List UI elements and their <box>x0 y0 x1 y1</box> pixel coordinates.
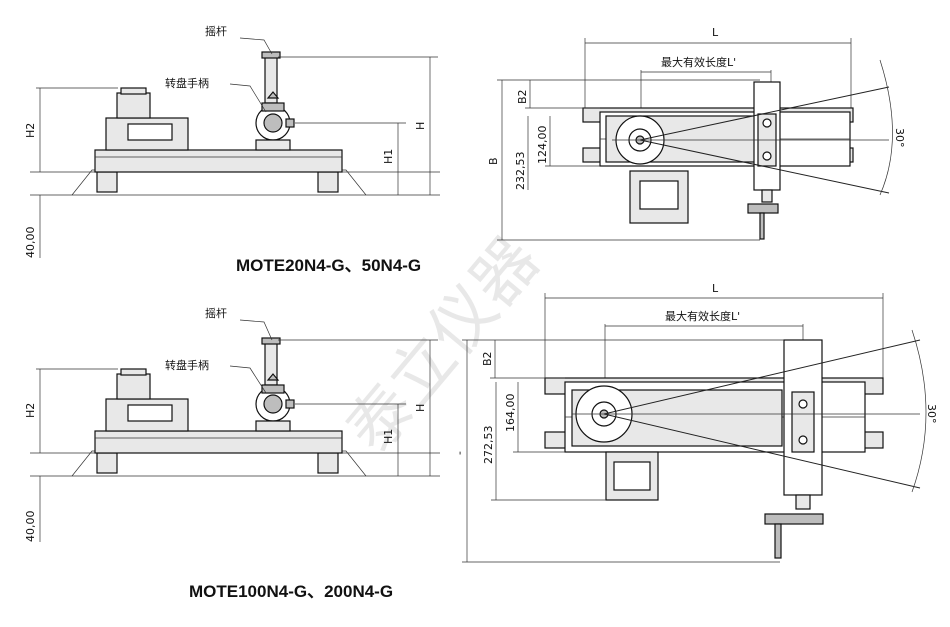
bottom-side-view: 摇杆 转盘手柄 H H1 H2 40,00 <box>24 306 440 542</box>
dim-124: 124,00 <box>536 126 549 165</box>
dim-h1-2: H1 <box>382 429 395 444</box>
dim-base-2: 40,00 <box>24 511 37 543</box>
dim-272: 272,53 <box>482 426 495 465</box>
dim-b: B <box>487 157 500 165</box>
dim-lprime-2: 最大有效长度L' <box>665 309 740 323</box>
label-rocker: 摇杆 <box>205 24 227 38</box>
dim-lprime: 最大有效长度L' <box>661 55 736 69</box>
caption-top: MOTE20N4-G、50N4-G <box>236 256 421 275</box>
label-handwheel-2: 转盘手柄 <box>165 358 209 372</box>
label-rocker-2: 摇杆 <box>205 306 227 320</box>
bottom-plan-view: L 最大有效长度L' 30° - B2 164,0 <box>453 282 938 563</box>
top-side-view: 摇杆 转盘手柄 H H1 H2 40,00 <box>24 24 440 258</box>
caption-bottom: MOTE100N4-G、200N4-G <box>189 582 393 601</box>
dim-h: H <box>414 122 427 130</box>
dim-angle-2: 30° <box>925 404 938 424</box>
dim-h1: H1 <box>382 149 395 164</box>
dim-angle: 30° <box>893 128 906 148</box>
dim-164: 164,00 <box>504 394 517 433</box>
dim-h2: H2 <box>24 123 37 138</box>
dim-h-2: H <box>414 404 427 412</box>
dim-232: 232,53 <box>514 152 527 191</box>
dim-l: L <box>712 26 719 39</box>
dim-h2-2: H2 <box>24 403 37 418</box>
dim-base: 40,00 <box>24 227 37 259</box>
top-plan-view: L 最大有效长度L' 30° <box>487 26 906 241</box>
label-handwheel: 转盘手柄 <box>165 76 209 90</box>
dim-l-2: L <box>712 282 719 295</box>
dim-b2-2: B2 <box>481 351 494 366</box>
dim-b-2: - <box>453 451 466 455</box>
dim-b2: B2 <box>516 89 529 104</box>
